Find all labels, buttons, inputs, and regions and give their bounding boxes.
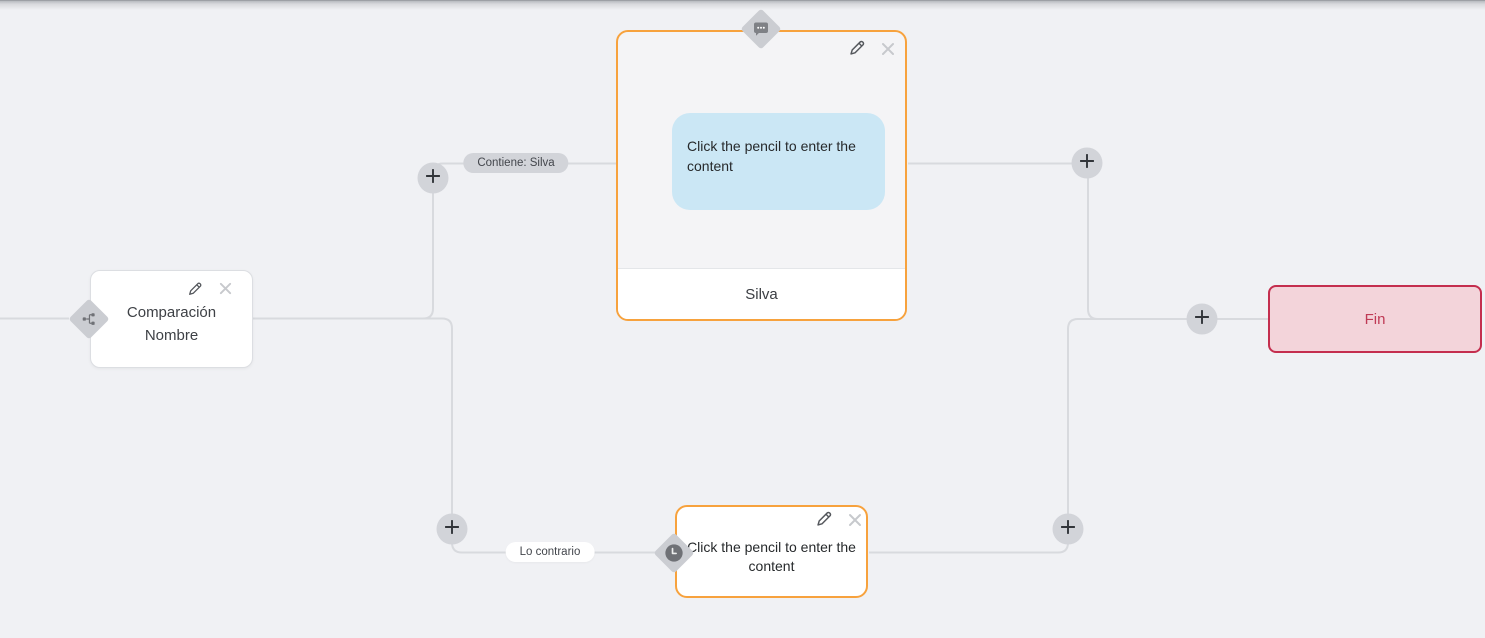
edit-button[interactable] [814,511,834,531]
edge-label-otherwise: Lo contrario [505,542,595,562]
comparison-node[interactable]: Comparación Nombre [90,270,253,368]
edge-label-contains: Contiene: Silva [463,153,569,173]
message-node[interactable]: Click the pencil to enter the content Si… [616,30,907,321]
end-node-label: Fin [1364,310,1386,328]
add-node-button-branch-false[interactable] [436,513,468,545]
wait-node-placeholder: Click the pencil to enter the content [687,539,856,574]
pencil-icon [187,281,203,302]
message-node-footer-label: Silva [745,285,778,303]
close-icon [847,512,863,533]
close-icon [880,41,896,62]
plus-icon [1060,518,1077,540]
message-node-footer: Silva [618,268,905,319]
plus-icon [425,167,442,189]
plus-icon [1194,308,1211,330]
message-preview-bubble: Click the pencil to enter the content [672,113,885,210]
node-title: Comparación Nombre [91,301,252,347]
pencil-icon [815,510,833,533]
edge-comparison-to-wait [253,317,656,554]
close-icon [218,281,233,301]
clock-icon [665,544,684,563]
edit-button[interactable] [847,40,867,60]
add-node-button-before-end[interactable] [1186,303,1218,335]
end-node[interactable]: Fin [1268,285,1482,353]
add-node-button-branch-true[interactable] [417,162,449,194]
edit-button[interactable] [185,281,205,301]
top-toolbar-shadow [0,0,1485,10]
node-title-line1: Comparación [126,304,217,321]
edge-wait-to-end [869,318,1268,554]
delete-button[interactable] [845,512,865,532]
delete-button[interactable] [878,41,898,61]
delete-button[interactable] [215,281,235,301]
edge-message-to-end [908,162,1268,320]
branch-icon [82,312,97,327]
node-title-line2: Nombre [144,327,199,344]
add-node-button-after-message[interactable] [1071,147,1103,179]
chat-bubble-icon [752,20,770,38]
add-node-button-after-wait[interactable] [1052,513,1084,545]
wait-node[interactable]: Click the pencil to enter the content [675,505,868,598]
pencil-icon [848,39,866,62]
plus-icon [444,518,461,540]
plus-icon [1079,152,1096,174]
